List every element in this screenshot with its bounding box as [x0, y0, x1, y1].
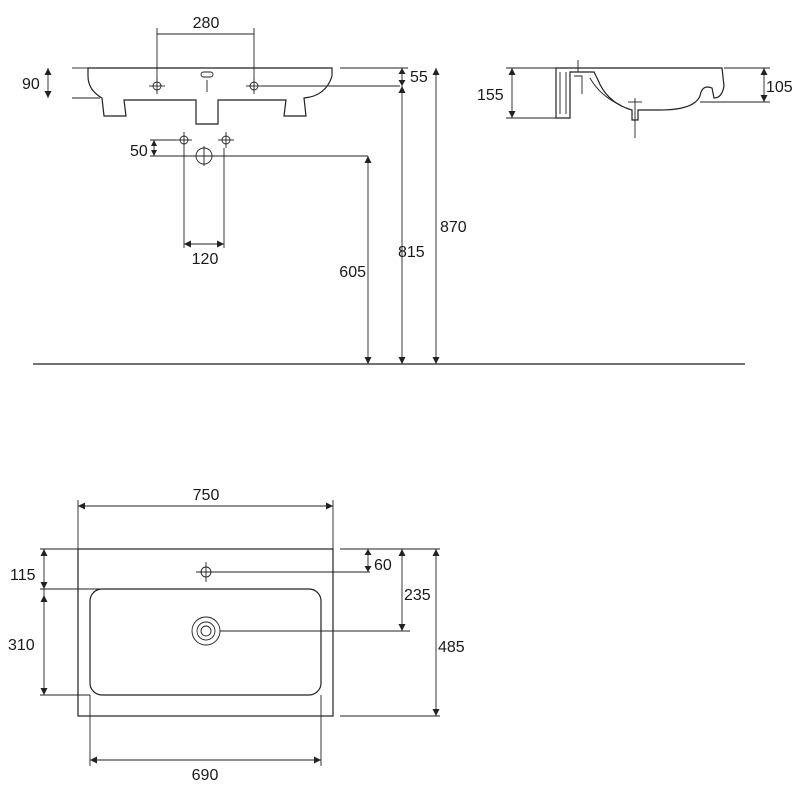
- plan-outer-outline: [77, 548, 334, 717]
- dim-pipe-width: 120: [192, 251, 219, 268]
- dim-tap-offset: 60: [374, 557, 392, 574]
- dim-top-offset: 55: [410, 69, 428, 86]
- plan-view: 750 690 115 310 60 235: [8, 487, 465, 784]
- dim-drain-offset: 235: [404, 587, 431, 604]
- front-view: 280 90 120 50 55: [22, 15, 467, 364]
- dim-outlet-offset: 50: [130, 143, 148, 160]
- side-basin-outline: [555, 67, 725, 121]
- dim-total-depth: 485: [438, 639, 465, 656]
- tap-hole-right: [246, 78, 262, 94]
- dim-top-height: 870: [440, 219, 467, 236]
- side-view: 155 105: [477, 60, 793, 138]
- dim-bowl-depth: 310: [8, 637, 35, 654]
- dim-tap-spacing: 280: [193, 15, 220, 32]
- front-basin-outline: [87, 67, 333, 125]
- dim-back-to-bowl: 115: [10, 567, 36, 584]
- dim-width-inner: 690: [192, 767, 219, 784]
- dim-bottom-height: 815: [398, 244, 425, 261]
- dim-basin-height: 90: [22, 76, 40, 93]
- plan-drain: [191, 616, 221, 646]
- dim-width-outer: 750: [193, 487, 220, 504]
- dim-outlet-height: 605: [339, 264, 366, 281]
- plan-bowl-outline: [89, 588, 322, 696]
- tap-hole-left: [149, 78, 165, 94]
- dim-depth-total: 155: [477, 87, 504, 104]
- overflow-slot: [200, 71, 214, 78]
- dim-depth-bowl: 105: [766, 79, 793, 96]
- wall-outlet: 120: [176, 132, 368, 268]
- plan-tap-hole: [196, 562, 216, 582]
